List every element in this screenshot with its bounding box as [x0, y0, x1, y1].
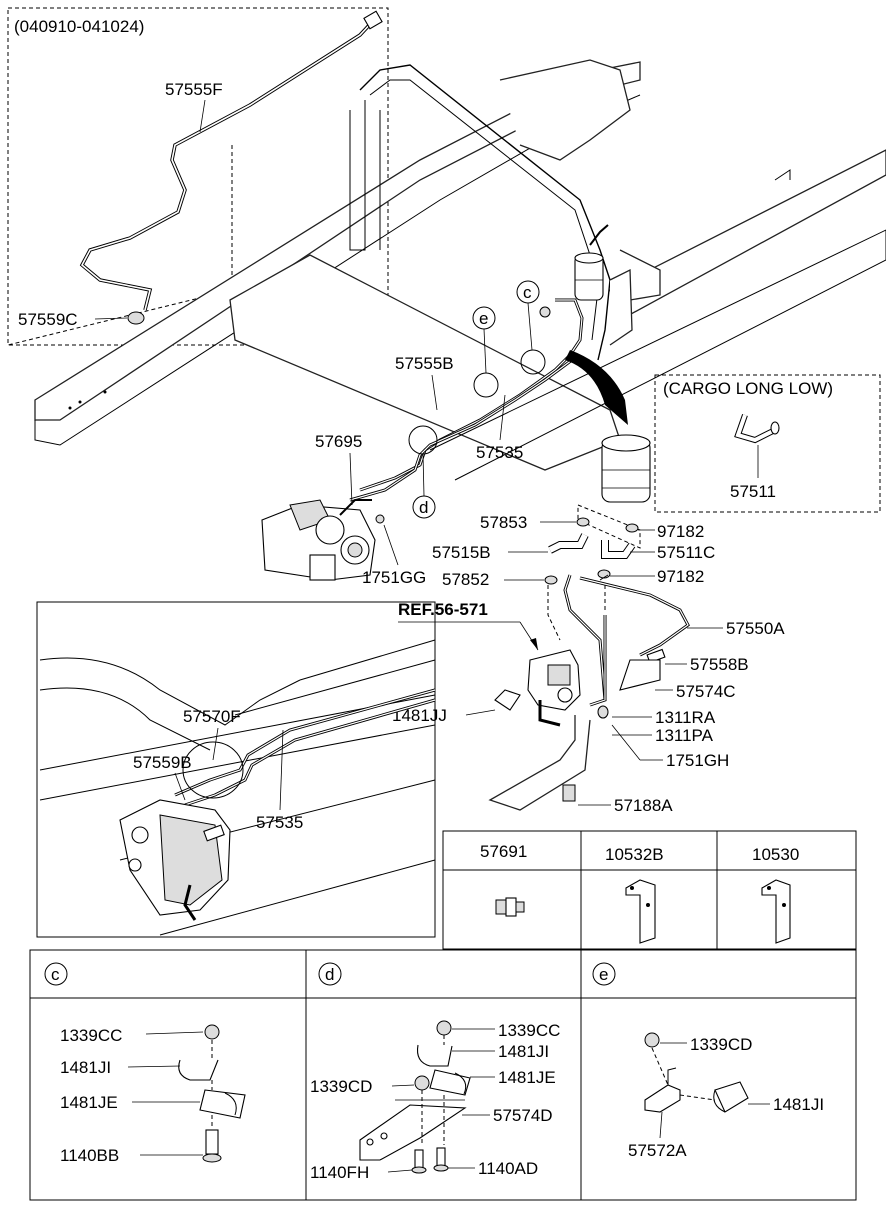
table-header-10532B: 10532B	[605, 845, 664, 864]
label-1481JJ: 1481JJ	[392, 706, 447, 725]
panel-c: 1339CC 1481JI 1481JE 1140BB	[60, 1024, 246, 1165]
label-57559C: 57559C	[18, 310, 78, 329]
label-97182-upper: 97182	[657, 522, 704, 541]
valve-assembly-center	[488, 574, 690, 811]
label-57511: 57511	[730, 482, 776, 501]
panel-d-1339CD: 1339CD	[310, 1077, 372, 1096]
label-57535: 57535	[476, 443, 523, 462]
label-57555B: 57555B	[395, 354, 454, 373]
panel-d-1140FH: 1140FH	[310, 1163, 369, 1182]
table-header-10530: 10530	[752, 845, 799, 864]
vehicle-frame	[34, 59, 886, 481]
callout-d: d	[419, 498, 428, 517]
panel-d-1140AD: 1140AD	[478, 1159, 538, 1178]
panel-d-1481JE: 1481JE	[498, 1068, 556, 1087]
panel-d-1481JI: 1481JI	[498, 1042, 549, 1061]
panel-d-1339CC: 1339CC	[498, 1021, 560, 1040]
panel-c-1481JI: 1481JI	[60, 1058, 111, 1077]
label-57695: 57695	[315, 432, 362, 451]
filter-canister-upper	[574, 252, 604, 301]
label-1751GH: 1751GH	[666, 751, 729, 770]
date-range-label: (040910-041024)	[14, 17, 144, 36]
bracket-icon-2	[761, 879, 791, 944]
panel-d-key: d	[325, 965, 334, 984]
filter-canister-lower	[577, 434, 651, 549]
callout-markers: c e d	[412, 280, 540, 519]
label-57511C: 57511C	[657, 543, 715, 562]
panel-d-57574D: 57574D	[493, 1106, 553, 1125]
label-1751GG: 1751GG	[362, 568, 426, 587]
brake-lines	[349, 224, 609, 502]
label-97182-lower: 97182	[657, 567, 704, 586]
label-1311RA: 1311RA	[655, 708, 716, 727]
panel-e-57572A: 57572A	[628, 1141, 687, 1160]
panel-c-key: c	[51, 965, 60, 984]
fitting-icon	[495, 897, 525, 917]
label-57555F: 57555F	[165, 80, 223, 99]
label-57535-detail: 57535	[256, 813, 303, 832]
panel-c-1140BB: 1140BB	[60, 1146, 119, 1165]
label-57570F: 57570F	[183, 707, 241, 726]
label-57558B: 57558B	[690, 655, 749, 674]
callout-c: c	[523, 283, 532, 302]
table-header-57691: 57691	[480, 842, 527, 861]
callout-e: e	[479, 309, 488, 328]
cargo-title: (CARGO LONG LOW)	[663, 379, 833, 398]
valve-assembly-left	[261, 499, 385, 581]
parts-table: 57691 10532B 10530	[442, 830, 857, 950]
panel-e-key: e	[599, 965, 608, 984]
panel-e-1339CD: 1339CD	[690, 1035, 752, 1054]
hose-parts	[544, 517, 639, 641]
detail-inset: 57570F 57559B 57535	[36, 601, 436, 938]
label-57550A: 57550A	[726, 619, 785, 638]
inset-cargo-long-low: (CARGO LONG LOW) 57511	[654, 374, 881, 513]
panel-d: 1339CC 1481JI 1481JE 1339CD 57574D 1140F…	[310, 1020, 560, 1182]
bottom-panels: c d e	[29, 949, 857, 1201]
panel-c-1481JE: 1481JE	[60, 1093, 118, 1112]
label-57574C: 57574C	[676, 682, 736, 701]
label-ref: REF.56-571	[398, 600, 488, 619]
panel-c-1339CC: 1339CC	[60, 1026, 122, 1045]
label-57515B: 57515B	[432, 543, 491, 562]
label-1311PA: 1311PA	[655, 726, 714, 745]
inset-date-range: (040910-041024) 57555F 57559C	[7, 7, 389, 346]
arrow-icon	[565, 350, 628, 425]
main-labels: 57555B 57695 57535 1751GG 57853 57515B 5…	[315, 354, 785, 815]
panel-e-1481JI: 1481JI	[773, 1095, 824, 1114]
bracket-icon	[625, 879, 656, 944]
label-57559B: 57559B	[133, 753, 192, 772]
label-57853: 57853	[480, 513, 527, 532]
label-57852: 57852	[442, 570, 489, 589]
panel-e: 1339CD 1481JI 57572A	[628, 1032, 824, 1160]
label-57188A: 57188A	[614, 796, 673, 815]
